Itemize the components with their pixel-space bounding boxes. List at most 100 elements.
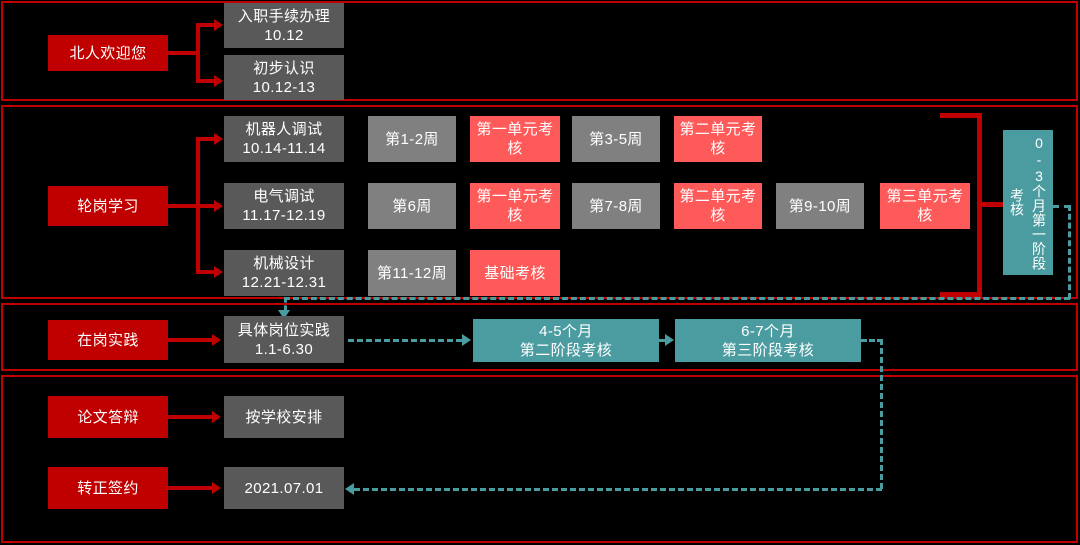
- welcome-step-box-2[interactable]: 初步认识 10.12-13: [224, 55, 344, 100]
- rotation-title-label: 轮岗学习: [77, 197, 139, 215]
- on-job-dash-to-review-2: [659, 339, 667, 342]
- rotation-item-t3-1[interactable]: 第11-12周: [368, 250, 456, 296]
- rotation-item-t1-3[interactable]: 第3-5周: [572, 116, 660, 162]
- review-2-to-signing-segment: [354, 488, 882, 491]
- review-2-exit-segment: [861, 339, 883, 342]
- welcome-step-1-line2: 10.12: [264, 26, 304, 44]
- closing-connector-1: [168, 415, 214, 419]
- rotation-item-t3-2[interactable]: 基础考核: [470, 250, 560, 296]
- closing-connector-2: [168, 486, 214, 490]
- rotation-item-t1-2-label: 第一单元考核: [476, 121, 554, 157]
- closing-title-1-label: 论文答辩: [77, 408, 139, 426]
- rotation-item-t2-4-label: 第二单元考核: [679, 188, 757, 224]
- rotation-item-t2-1-label: 第6周: [392, 197, 432, 215]
- closing-value-box-1[interactable]: 按学校安排: [224, 396, 344, 438]
- rotation-item-t2-3[interactable]: 第7-8周: [572, 183, 660, 229]
- rotation-stage-review-label: 0-3个月第一阶段考核: [1009, 134, 1047, 271]
- welcome-step-box-1[interactable]: 入职手续办理 10.12: [224, 3, 344, 48]
- welcome-connector-branch-2: [196, 79, 216, 83]
- welcome-arrow-2: [214, 75, 223, 87]
- closing-title-box-2[interactable]: 转正签约: [48, 467, 168, 509]
- welcome-title-box[interactable]: 北人欢迎您: [48, 35, 168, 71]
- rotation-arrow-3: [214, 266, 223, 278]
- on-job-task-box[interactable]: 具体岗位实践 1.1-6.30: [224, 316, 344, 363]
- welcome-step-2-line1: 初步认识: [253, 59, 315, 77]
- rotation-item-t2-2-label: 第一单元考核: [476, 188, 554, 224]
- rotation-item-t2-4[interactable]: 第二单元考核: [674, 183, 762, 229]
- rotation-item-t2-1[interactable]: 第6周: [368, 183, 456, 229]
- welcome-step-1-line1: 入职手续办理: [237, 7, 331, 25]
- rotation-track-box-2[interactable]: 电气调试 11.17-12.19: [224, 183, 344, 229]
- rotation-track-box-3[interactable]: 机械设计 12.21-12.31: [224, 250, 344, 296]
- on-job-review-2-line1: 6-7个月: [741, 322, 795, 340]
- closing-value-box-2[interactable]: 2021.07.01: [224, 467, 344, 509]
- rotation-brace-bottom: [940, 292, 982, 297]
- section-closing: [1, 375, 1078, 543]
- rotation-item-t3-2-label: 基础考核: [484, 264, 546, 282]
- on-job-review-2-line2: 第三阶段考核: [721, 341, 815, 359]
- rotation-item-t2-6[interactable]: 第三单元考核: [880, 183, 970, 229]
- stage-review-feedback-segment-down: [1068, 205, 1071, 299]
- on-job-arrow-to-review-1: [462, 334, 471, 346]
- stage-review-feedback-segment-left: [284, 297, 1070, 300]
- stage-review-feedback-segment-into-task: [284, 297, 287, 311]
- closing-arrow-1: [212, 411, 221, 423]
- rotation-connector-branch-2: [196, 204, 216, 208]
- welcome-step-2-line2: 10.12-13: [252, 78, 316, 96]
- rotation-brace-stem: [977, 202, 1003, 207]
- on-job-task-line2: 1.1-6.30: [254, 340, 314, 358]
- rotation-track-1-line2: 10.14-11.14: [242, 140, 326, 157]
- section-welcome: [1, 1, 1078, 101]
- rotation-track-1-line1: 机器人调试: [245, 121, 323, 138]
- on-job-arrow-to-review-2: [665, 334, 674, 346]
- rotation-connector-branch-3: [196, 270, 216, 274]
- welcome-connector-branch-1: [196, 23, 216, 27]
- rotation-title-box[interactable]: 轮岗学习: [48, 186, 168, 226]
- welcome-arrow-1: [214, 19, 223, 31]
- rotation-item-t1-4[interactable]: 第二单元考核: [674, 116, 762, 162]
- rotation-track-box-1[interactable]: 机器人调试 10.14-11.14: [224, 116, 344, 162]
- rotation-item-t1-3-label: 第3-5周: [589, 130, 643, 148]
- on-job-review-box-2[interactable]: 6-7个月 第三阶段考核: [675, 319, 861, 362]
- on-job-arrow: [212, 334, 221, 346]
- stage-review-feedback-arrow: [278, 310, 290, 319]
- on-job-connector: [168, 338, 214, 342]
- rotation-item-t3-1-label: 第11-12周: [376, 264, 448, 282]
- review-2-to-signing-arrow: [345, 483, 354, 495]
- on-job-title-box[interactable]: 在岗实践: [48, 320, 168, 360]
- rotation-track-2-line1: 电气调试: [253, 188, 315, 205]
- rotation-arrow-2: [214, 200, 223, 212]
- section-on-job: [1, 303, 1078, 371]
- closing-arrow-2: [212, 482, 221, 494]
- rotation-item-t1-4-label: 第二单元考核: [679, 121, 757, 157]
- rotation-track-3-line1: 机械设计: [253, 255, 315, 272]
- rotation-track-3-line2: 12.21-12.31: [241, 274, 327, 291]
- rotation-item-t1-1[interactable]: 第1-2周: [368, 116, 456, 162]
- on-job-review-box-1[interactable]: 4-5个月 第二阶段考核: [473, 319, 659, 362]
- on-job-review-1-line1: 4-5个月: [539, 322, 593, 340]
- rotation-stage-review-box[interactable]: 0-3个月第一阶段考核: [1003, 130, 1053, 275]
- rotation-item-t2-6-label: 第三单元考核: [886, 188, 964, 224]
- closing-title-2-label: 转正签约: [77, 479, 139, 497]
- rotation-item-t2-5-label: 第9-10周: [788, 197, 852, 215]
- closing-value-1-label: 按学校安排: [245, 408, 323, 426]
- stage-review-feedback-segment-right: [1053, 205, 1070, 208]
- review-2-down-segment: [880, 339, 883, 489]
- on-job-task-line1: 具体岗位实践: [237, 321, 331, 339]
- rotation-brace-top: [940, 113, 982, 118]
- on-job-title-label: 在岗实践: [77, 331, 139, 349]
- rotation-item-t2-3-label: 第7-8周: [589, 197, 643, 215]
- rotation-track-2-line2: 11.17-12.19: [242, 207, 326, 224]
- rotation-connector-branch-1: [196, 137, 216, 141]
- welcome-connector-spine: [196, 23, 200, 83]
- rotation-item-t2-5[interactable]: 第9-10周: [776, 183, 864, 229]
- rotation-item-t2-2[interactable]: 第一单元考核: [470, 183, 560, 229]
- closing-title-box-1[interactable]: 论文答辩: [48, 396, 168, 438]
- on-job-review-1-line2: 第二阶段考核: [519, 341, 613, 359]
- rotation-arrow-1: [214, 133, 223, 145]
- rotation-item-t1-1-label: 第1-2周: [385, 130, 439, 148]
- on-job-dash-to-review-1: [348, 339, 462, 342]
- rotation-connector-stem: [168, 204, 200, 208]
- rotation-item-t1-2[interactable]: 第一单元考核: [470, 116, 560, 162]
